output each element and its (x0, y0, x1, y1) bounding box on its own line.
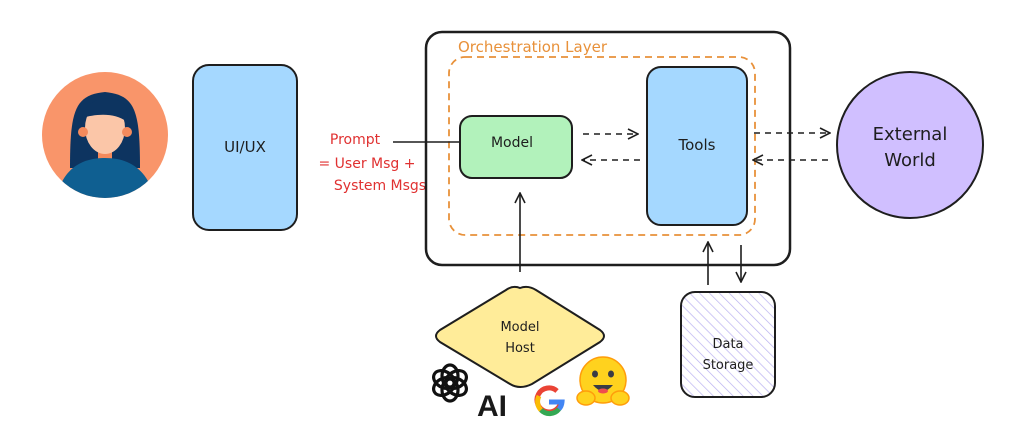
host-line-2: Host (505, 341, 535, 356)
orchestration-layer: Orchestration Layer (424, 30, 792, 267)
model-label: Model (491, 135, 533, 151)
storage-line-2: Storage (703, 358, 754, 373)
uiux-box[interactable]: UI/UX (192, 64, 298, 231)
prompt-line-3: System Msgs (334, 178, 426, 194)
external-line-1: External (873, 124, 948, 145)
prompt-line-2: = User Msg + (319, 156, 416, 172)
orchestration-inner-boundary (448, 56, 756, 236)
model-host[interactable]: Model Host (435, 285, 605, 388)
huggingface-logo-icon (576, 356, 630, 406)
google-logo-icon (534, 385, 565, 417)
storage-line-1: Data (712, 337, 743, 352)
openai-logo-icon (432, 363, 468, 403)
tools-label: Tools (678, 136, 716, 154)
prompt-line-1: Prompt (330, 132, 381, 148)
tools-box[interactable]: Tools (646, 66, 748, 226)
host-line-1: Model (500, 320, 539, 335)
prompt-annotation: Prompt = User Msg + System Msgs (319, 132, 427, 194)
uiux-label: UI/UX (224, 138, 266, 156)
orchestration-title: Orchestration Layer (458, 38, 608, 56)
data-storage[interactable]: Data Storage (680, 291, 776, 398)
external-world[interactable]: External World (836, 71, 984, 219)
external-line-2: World (884, 150, 936, 171)
anthropic-logo-icon: AI (477, 390, 507, 423)
user-avatar (42, 72, 168, 198)
model-box[interactable]: Model (459, 115, 573, 179)
